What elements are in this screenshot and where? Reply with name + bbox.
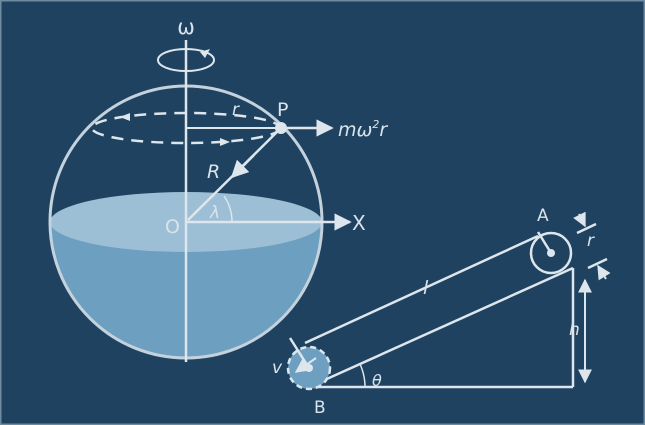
velocity-label: v <box>272 358 283 378</box>
theta-arc <box>359 363 366 388</box>
lambda-label: λ <box>209 203 220 223</box>
radius-arrow <box>230 154 255 179</box>
force-label-prefix: mω <box>338 119 373 141</box>
top-a-label: A <box>537 206 549 226</box>
radius-tick-top <box>576 222 597 235</box>
sphere-figure: ω P r R O λ X mω2r <box>48 15 388 362</box>
radius-tick-bottom <box>587 257 608 270</box>
incline-figure: A B l h r v θ <box>272 206 611 418</box>
wheel-radius-label: r <box>587 231 595 251</box>
velocity-arrow <box>294 357 317 373</box>
force-label: mω2r <box>338 118 388 141</box>
latitude-arrow-right-icon <box>220 138 230 146</box>
rotation-arrow-icon <box>157 48 215 72</box>
bottom-b-label: B <box>314 398 326 418</box>
height-label: h <box>569 320 580 340</box>
radius-arrow-top <box>573 211 586 228</box>
rotation-label: ω <box>177 15 195 39</box>
length-dimension-line <box>304 234 539 345</box>
small-radius-label: r <box>232 100 240 120</box>
latitude-arrow-left-icon <box>120 113 130 121</box>
lambda-arc <box>223 195 233 223</box>
incline-surface <box>308 266 574 389</box>
radius-arrow-bottom <box>597 264 611 281</box>
theta-label: θ <box>372 371 382 390</box>
wheel-a-spoke <box>536 231 553 254</box>
length-label: l <box>423 277 429 299</box>
wheel-a <box>529 231 573 275</box>
x-axis-label: X <box>352 211 366 235</box>
force-label-exponent: 2 <box>372 118 379 131</box>
radius-label: R <box>207 161 220 183</box>
force-label-suffix: r <box>379 119 388 141</box>
point-p-label: P <box>277 99 288 121</box>
center-o-label: O <box>165 216 180 238</box>
rotation-arrowhead-icon <box>200 49 210 58</box>
